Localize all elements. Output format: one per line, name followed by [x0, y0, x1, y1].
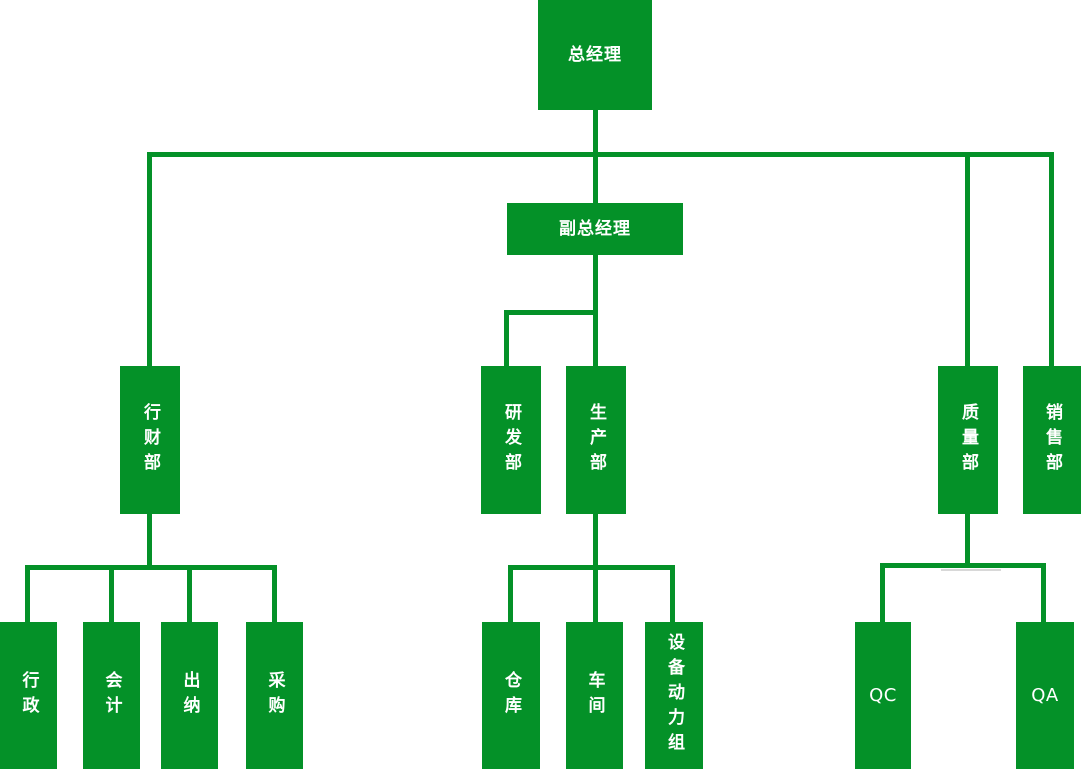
connector-to-sales [1049, 152, 1054, 366]
node-cashier: 出纳 [161, 622, 218, 769]
connector-to-accounting [109, 565, 114, 622]
node-cashier-label: 出纳 [179, 670, 200, 721]
node-production-dept: 生产部 [566, 366, 626, 514]
connector-to-qc [880, 563, 885, 622]
node-finance-admin-dept-label: 行财部 [140, 402, 161, 478]
node-sales-dept-label: 销售部 [1042, 402, 1063, 478]
node-qa-label: QA [1031, 684, 1059, 706]
node-equipment-power-group-label: 设备动力组 [664, 633, 685, 758]
connector-to-qa [1041, 563, 1046, 622]
connector-production-horizontal [508, 565, 675, 570]
connector-main-horizontal [147, 152, 1054, 157]
node-accounting: 会计 [83, 622, 140, 769]
node-qc-label: QC [869, 684, 897, 706]
node-quality-dept-label: 质量部 [958, 402, 979, 478]
connector-to-equipment-power [670, 565, 675, 622]
connector-to-cashier [187, 565, 192, 622]
connector-finance-horizontal [25, 565, 277, 570]
connector-to-procurement [272, 565, 277, 622]
node-deputy-general-manager: 副总经理 [507, 203, 683, 255]
node-rd-dept: 研发部 [481, 366, 541, 514]
node-equipment-power-group: 设备动力组 [645, 622, 703, 769]
connector-to-rd [504, 310, 509, 366]
node-workshop: 车间 [566, 622, 623, 769]
node-general-manager-label: 总经理 [568, 44, 622, 65]
node-qc: QC [855, 622, 911, 769]
hidden-node-border-artifact [941, 569, 1001, 571]
node-quality-dept: 质量部 [938, 366, 998, 514]
node-procurement-label: 采购 [264, 670, 285, 721]
connector-production-down [593, 514, 598, 570]
connector-to-warehouse [508, 565, 513, 622]
connector-quality-down [965, 514, 970, 567]
node-procurement: 采购 [246, 622, 303, 769]
node-rd-dept-label: 研发部 [501, 402, 522, 478]
node-admin-label: 行政 [18, 670, 39, 721]
node-general-manager: 总经理 [538, 0, 652, 110]
node-warehouse-label: 仓库 [501, 670, 522, 721]
connector-quality-horizontal [880, 563, 1046, 568]
node-finance-admin-dept: 行财部 [120, 366, 180, 514]
connector-finance-down [147, 514, 152, 570]
connector-to-admin [25, 565, 30, 622]
node-accounting-label: 会计 [101, 670, 122, 721]
node-warehouse: 仓库 [482, 622, 540, 769]
node-admin: 行政 [0, 622, 57, 769]
connector-dgm-branch-horizontal [504, 310, 598, 315]
connector-to-workshop [593, 565, 598, 622]
node-workshop-label: 车间 [584, 670, 605, 721]
connector-to-finance-admin [147, 152, 152, 366]
node-production-dept-label: 生产部 [586, 402, 607, 478]
node-deputy-general-manager-label: 副总经理 [559, 218, 631, 239]
connector-to-quality [965, 152, 970, 366]
node-qa: QA [1016, 622, 1074, 769]
node-sales-dept: 销售部 [1023, 366, 1081, 514]
